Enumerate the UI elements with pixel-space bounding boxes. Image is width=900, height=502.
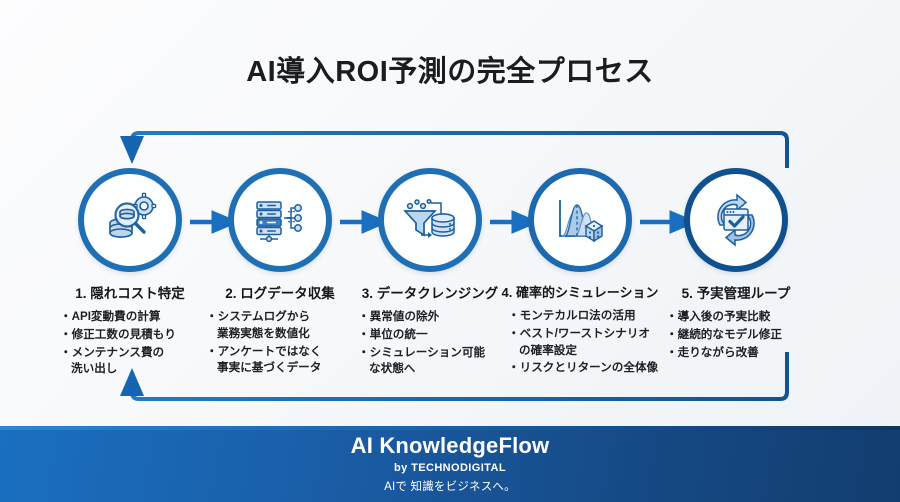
step-3-icon-circle [342, 168, 518, 272]
process-step-4[interactable]: 4. 確率的シミュレーション モンテカルロ法の活用 ベスト/ワーストシナリオ の… [492, 168, 668, 378]
step-2-bullets: システムログから 業務実態を数値化 アンケートではなく 事実に基づくデータ [192, 309, 368, 377]
brand-name: AI KnowledgeFlow [350, 433, 550, 459]
step-5-icon-circle [648, 168, 824, 272]
bullet: 継続的なモデル修正 [666, 327, 824, 344]
distribution-dice-icon [559, 200, 604, 243]
step-4-bullets: モンテカルロ法の活用 ベスト/ワーストシナリオ の確率設定 リスクとリターンの全… [492, 308, 668, 377]
brand-byline: by TECHNODIGITAL [394, 461, 506, 474]
process-step-3[interactable]: 3. データクレンジング 異常値の除外 単位の統一 シミュレーション可能 な状態… [342, 168, 518, 379]
bullet: メンテナンス費の 洗い出し [60, 345, 218, 379]
bullet: 走りながら改善 [666, 345, 824, 362]
step-1-title: 1. 隠れコスト特定 [75, 286, 185, 301]
step-2-icon-circle [192, 168, 368, 272]
page-title: AI導入ROI予測の完全プロセス [246, 56, 654, 88]
bullet: アンケートではなく 事実に基づくデータ [206, 344, 368, 378]
step-5-bullets: 導入後の予実比較 継続的なモデル修正 走りながら改善 [648, 309, 824, 361]
bullet: リスクとリターンの全体像 [508, 360, 668, 377]
footer-bar: AI KnowledgeFlow by TECHNODIGITAL AIで 知識… [0, 426, 900, 502]
step-5-title: 5. 予実管理ループ [681, 286, 791, 301]
magnifier-coins-gear-icon [109, 192, 157, 238]
step-4-title: 4. 確率的シミュレーション [501, 285, 659, 300]
bullet: 単位の統一 [358, 327, 518, 344]
process-step-5[interactable]: 5. 予実管理ループ 導入後の予実比較 継続的なモデル修正 走りながら改善 [648, 168, 824, 362]
refresh-cycle-check-icon [717, 193, 755, 247]
bullet: ベスト/ワーストシナリオ の確率設定 [508, 326, 668, 360]
step-3-title: 3. データクレンジング [361, 286, 499, 301]
funnel-database-icon [403, 198, 455, 238]
bullet: システムログから 業務実態を数値化 [206, 309, 368, 343]
bullet: モンテカルロ法の活用 [508, 308, 668, 325]
server-network-icon [256, 201, 302, 243]
brand-tagline: AIで 知識をビジネスへ。 [384, 480, 516, 493]
step-3-bullets: 異常値の除外 単位の統一 シミュレーション可能 な状態へ [342, 309, 518, 378]
bullet: 異常値の除外 [358, 309, 518, 326]
step-1-icon-circle [42, 168, 218, 272]
process-steps: 1. 隠れコスト特定 API変動費の計算 修正工数の見積もり メンテナンス費の … [0, 168, 900, 388]
bullet: 修正工数の見積もり [60, 327, 218, 344]
step-2-title: 2. ログデータ収集 [225, 286, 335, 301]
bullet: API変動費の計算 [60, 309, 218, 326]
step-1-bullets: API変動費の計算 修正工数の見積もり メンテナンス費の 洗い出し [42, 309, 218, 378]
process-step-2[interactable]: 2. ログデータ収集 システムログから 業務実態を数値化 アンケートではなく 事… [192, 168, 368, 378]
step-4-icon-circle [492, 168, 668, 272]
bullet: シミュレーション可能 な状態へ [358, 345, 518, 379]
feedback-loop-top [120, 131, 789, 168]
process-step-1[interactable]: 1. 隠れコスト特定 API変動費の計算 修正工数の見積もり メンテナンス費の … [42, 168, 218, 379]
bullet: 導入後の予実比較 [666, 309, 824, 326]
